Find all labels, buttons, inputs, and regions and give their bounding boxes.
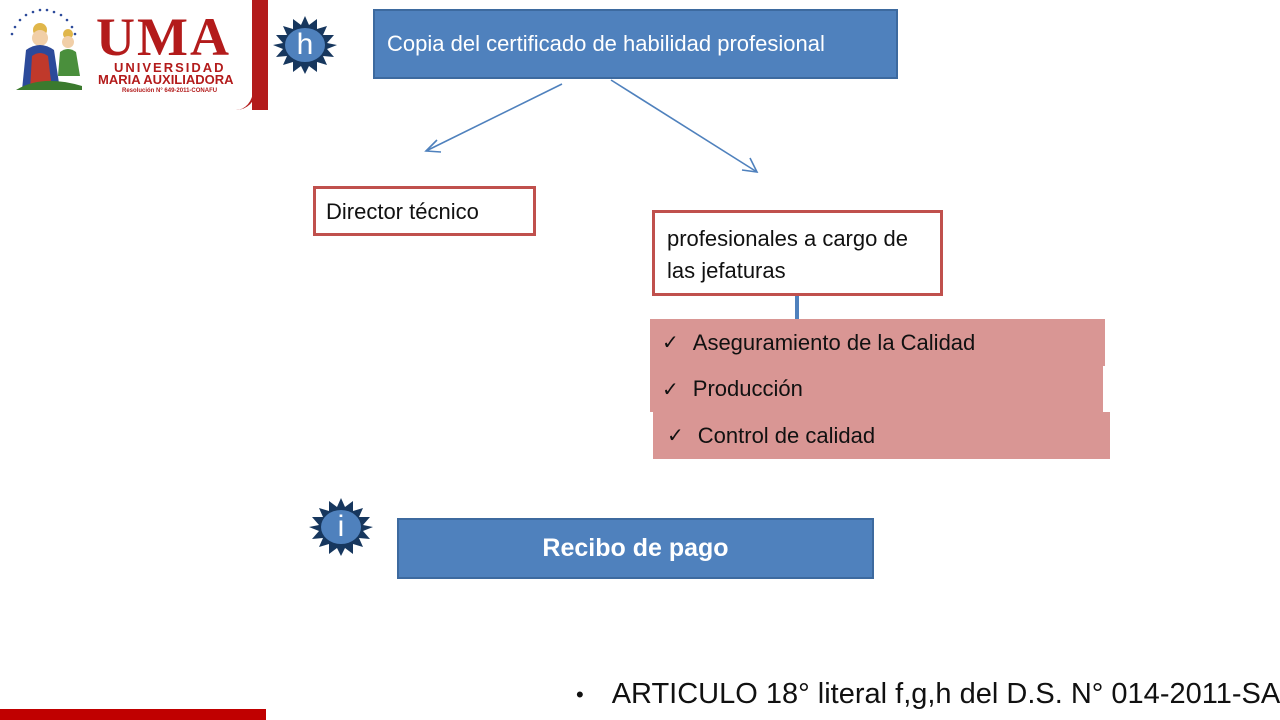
footnote-text: ARTICULO 18° literal f,g,h del D.S. N° 0… bbox=[611, 678, 1280, 710]
virgin-mary-icon bbox=[16, 23, 82, 90]
logo-resolution: Resolución N° 649-2011-CONAFU bbox=[122, 88, 218, 94]
logo-line-university: UNIVERSIDAD bbox=[114, 60, 226, 75]
list-item-text: Control de calidad bbox=[697, 422, 876, 448]
logo-brand: UMA bbox=[96, 7, 231, 67]
badge-h: h bbox=[272, 16, 338, 74]
footnote: • ARTICULO 18° literal f,g,h del D.S. N°… bbox=[576, 678, 1280, 711]
check-icon: ✓ bbox=[667, 425, 684, 447]
title-text: Copia del certificado de habilidad profe… bbox=[387, 31, 825, 56]
starburst-icon bbox=[309, 498, 373, 556]
recibo-box: Recibo de pago bbox=[397, 518, 874, 579]
bottom-red-bar bbox=[0, 709, 266, 720]
starburst-icon bbox=[273, 16, 337, 74]
list-item: ✓ Aseguramiento de la Calidad bbox=[650, 319, 1105, 366]
professionals-node: profesionales a cargo de las jefaturas bbox=[652, 210, 943, 296]
logo-line-name: MARIA AUXILIADORA bbox=[98, 72, 234, 87]
badge-i-letter: i bbox=[337, 510, 345, 543]
director-text: Director técnico bbox=[326, 199, 479, 224]
badge-i: i bbox=[308, 498, 374, 556]
title-box: Copia del certificado de habilidad profe… bbox=[373, 9, 898, 79]
check-icon: ✓ bbox=[662, 378, 679, 401]
connector-line bbox=[795, 296, 799, 320]
check-icon: ✓ bbox=[662, 332, 679, 354]
badge-h-letter: h bbox=[296, 28, 314, 61]
list-item-text: Aseguramiento de la Calidad bbox=[692, 329, 976, 355]
university-logo: UMA UNIVERSIDAD MARIA AUXILIADORA Resolu… bbox=[0, 0, 268, 110]
list-item: ✓ Control de calidad bbox=[653, 412, 1110, 459]
professionals-text: profesionales a cargo de las jefaturas bbox=[667, 226, 908, 283]
list-item: ✓ Producción bbox=[650, 366, 1103, 412]
director-node: Director técnico bbox=[313, 186, 536, 236]
logo-red-bar bbox=[252, 0, 268, 110]
bullet-icon: • bbox=[576, 681, 584, 707]
list-item-text: Producción bbox=[692, 376, 803, 401]
recibo-text: Recibo de pago bbox=[542, 534, 729, 562]
stars-decoration-icon bbox=[10, 8, 77, 36]
